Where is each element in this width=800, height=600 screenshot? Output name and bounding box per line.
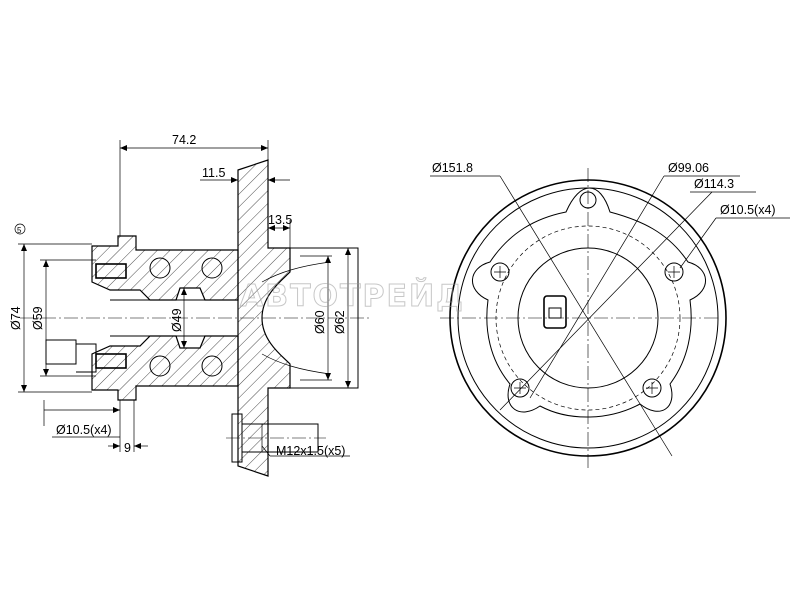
bearing-ball-lower-inner (201, 355, 223, 377)
bolt-hole-group (490, 191, 684, 398)
hub-body-lower (91, 335, 239, 401)
dim-od-59: Ø59 (31, 306, 45, 330)
side-section-view: 74.2 11.5 13.5 Ø74 Ø59 Ø49 Ø60 Ø62 (9, 133, 370, 477)
bolt-hole (510, 378, 530, 398)
sensor-connector-pin (548, 307, 562, 319)
dim-stud-thread: M12x1.5(x5) (276, 444, 345, 458)
dim-flange-thickness: 11.5 (202, 166, 225, 180)
dim-front-holes: Ø10.5(x4) (720, 203, 776, 217)
abs-sensor-connector (45, 339, 77, 365)
stud-hole (579, 191, 597, 209)
abs-sensor-housing (76, 343, 97, 373)
leader-99-06 (529, 175, 665, 399)
pcd-circle (495, 225, 681, 411)
bolt-hole (642, 378, 662, 398)
sensor-connector (543, 295, 567, 329)
leader-10-5 (679, 217, 717, 269)
bolt-hole (490, 262, 510, 282)
ref-mark-label: 5 (17, 226, 22, 235)
dim-pilot-60: Ø60 (313, 310, 327, 334)
watermark-text: АВТОТРЕЙД (240, 278, 465, 314)
leader-stud-b (261, 445, 271, 457)
dim-bore-49: Ø49 (170, 308, 184, 332)
bolt-hole-cross (494, 266, 680, 394)
bearing-ball-lower-outer (149, 355, 171, 377)
pilot-inner (261, 261, 331, 375)
dim-overall-length: 74.2 (172, 133, 196, 147)
dim-flange-dia: Ø151.8 (432, 161, 473, 175)
bearing-ball-upper-inner (201, 257, 223, 279)
dim-od-74: Ø74 (9, 306, 23, 330)
dim-pcd: Ø114.3 (694, 177, 734, 191)
hub-flange (237, 159, 291, 477)
ref-mark-circle (14, 223, 26, 235)
center-bore-circle (517, 247, 659, 389)
dim-pilot-length: 13.5 (268, 213, 292, 227)
dim-pilot-62: Ø62 (333, 310, 347, 334)
front-view: Ø151.8 Ø99.06 Ø114.3 Ø10.5(x4) (430, 161, 790, 470)
dim-side-bolt-holes: Ø10.5(x4) (56, 423, 112, 437)
leader-151-8 (499, 175, 673, 457)
wheel-stud-head (231, 413, 243, 463)
flange-outer-circle (449, 179, 727, 457)
leader-114-3 (499, 191, 713, 411)
bolt-hole (664, 262, 684, 282)
abs-ring-upper (95, 263, 127, 279)
inner-race (110, 299, 238, 337)
dim-center-bore: Ø99.06 (668, 161, 709, 175)
hub-star-flange (472, 187, 706, 418)
bearing-ball-upper-outer (149, 257, 171, 279)
hub-body-upper (91, 235, 239, 301)
dim-offset-9: 9 (124, 441, 131, 455)
